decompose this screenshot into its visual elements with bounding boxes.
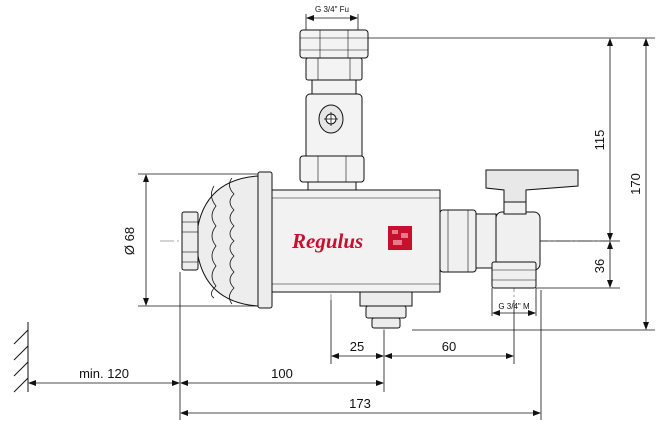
magnet-cap xyxy=(181,171,273,309)
wall-hatching xyxy=(13,322,29,393)
diameter-label: Ø 68 xyxy=(122,227,137,255)
dim-115-label: 115 xyxy=(592,130,607,151)
dim-173-label: 173 xyxy=(349,396,371,411)
vertical-dimensions xyxy=(368,37,655,331)
diameter-dimension xyxy=(138,173,258,307)
dim-25-label: 25 xyxy=(350,339,364,354)
top-fitting xyxy=(299,29,369,191)
dim-60-label: 60 xyxy=(442,339,456,354)
dim-min120-label: min. 120 xyxy=(79,366,129,381)
dim-170-label: 170 xyxy=(628,173,643,195)
top-thread-label: G 3/4" Fu xyxy=(315,5,349,14)
side-connection xyxy=(439,169,579,289)
drain-plug xyxy=(359,291,413,329)
top-thread-dimension xyxy=(305,14,359,30)
brand-seal-icon xyxy=(388,226,412,250)
horizontal-dimensions xyxy=(28,272,542,420)
dim-100-label: 100 xyxy=(271,366,293,381)
brand-logo: Regulus xyxy=(291,229,363,253)
dim-36-label: 36 xyxy=(592,259,607,273)
